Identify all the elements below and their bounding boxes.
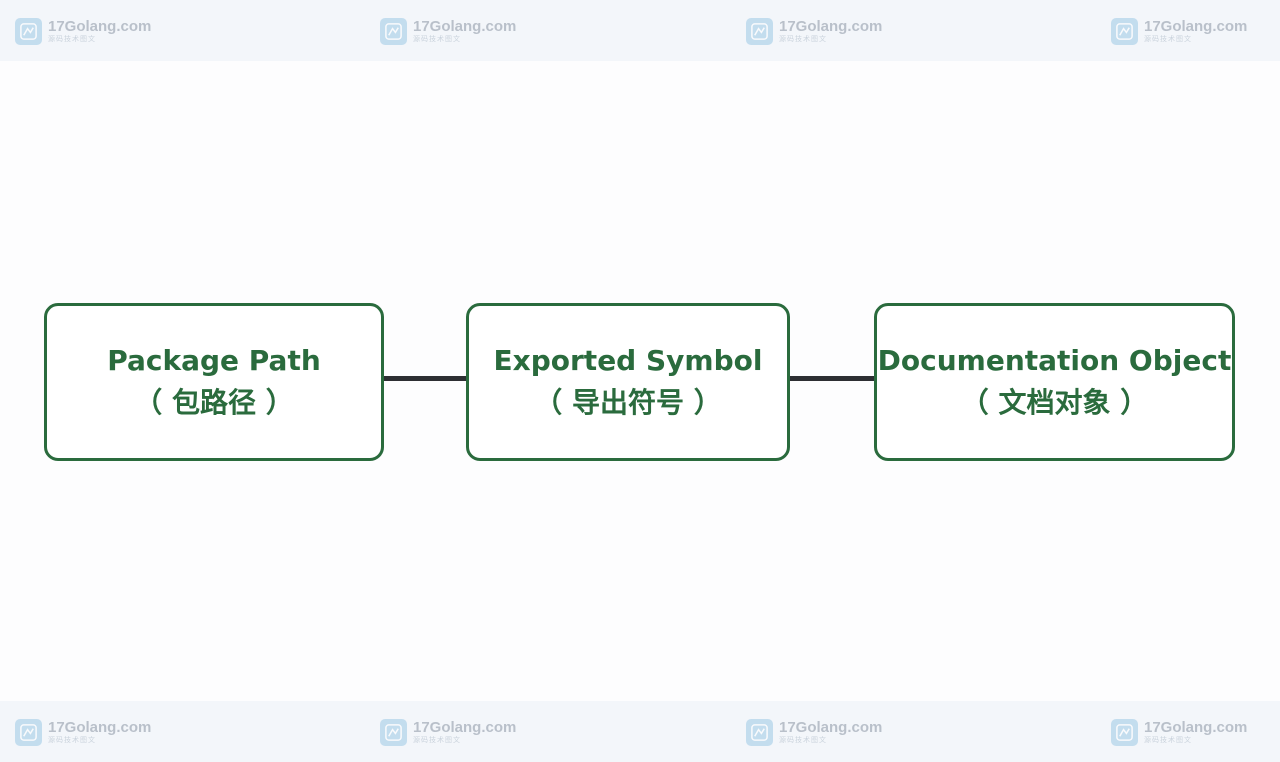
node-subtitle: （ 包路径 ）	[134, 386, 294, 419]
logo-icon	[1111, 17, 1138, 45]
logo-icon	[1111, 718, 1138, 746]
watermark: 17Golang.com 源码技术图文	[746, 716, 882, 748]
logo-icon	[380, 718, 407, 746]
connector-2-3	[788, 376, 876, 381]
node-title: Exported Symbol	[493, 344, 763, 377]
logo-icon	[746, 17, 773, 45]
watermark-site: 17Golang.com	[779, 18, 883, 35]
watermark-band-top: 17Golang.com 源码技术图文 17Golang.com 源码技术图文 …	[0, 0, 1280, 61]
logo-icon	[380, 17, 407, 45]
watermark: 17Golang.com 源码技术图文	[380, 15, 516, 47]
watermark-site: 17Golang.com	[779, 719, 883, 736]
watermark-band-bottom: 17Golang.com 源码技术图文 17Golang.com 源码技术图文 …	[0, 701, 1280, 762]
node-subtitle: （ 导出符号 ）	[534, 386, 722, 419]
watermark-tagline: 源码技术图文	[779, 736, 827, 744]
watermark-site: 17Golang.com	[1144, 18, 1248, 35]
watermark-tagline: 源码技术图文	[48, 35, 96, 43]
node-documentation-object: Documentation Object （ 文档对象 ）	[874, 303, 1235, 461]
logo-icon	[746, 718, 773, 746]
watermark-site: 17Golang.com	[1144, 719, 1248, 736]
watermark-site: 17Golang.com	[48, 719, 152, 736]
watermark-site: 17Golang.com	[413, 18, 517, 35]
connector-1-2	[382, 376, 468, 381]
logo-icon	[15, 17, 42, 45]
watermark: 17Golang.com 源码技术图文	[15, 15, 151, 47]
watermark-tagline: 源码技术图文	[1144, 35, 1192, 43]
logo-icon	[15, 718, 42, 746]
watermark-tagline: 源码技术图文	[1144, 736, 1192, 744]
watermark-site: 17Golang.com	[413, 719, 517, 736]
watermark: 17Golang.com 源码技术图文	[1111, 15, 1247, 47]
node-title: Package Path	[107, 344, 321, 377]
node-subtitle: （ 文档对象 ）	[960, 386, 1149, 419]
watermark-tagline: 源码技术图文	[413, 35, 461, 43]
watermark: 17Golang.com 源码技术图文	[380, 716, 516, 748]
node-package-path: Package Path （ 包路径 ）	[44, 303, 384, 461]
node-title: Documentation Object	[877, 344, 1232, 377]
watermark-tagline: 源码技术图文	[48, 736, 96, 744]
watermark-site: 17Golang.com	[48, 18, 152, 35]
node-exported-symbol: Exported Symbol （ 导出符号 ）	[466, 303, 790, 461]
watermark: 17Golang.com 源码技术图文	[746, 15, 882, 47]
watermark: 17Golang.com 源码技术图文	[15, 716, 151, 748]
watermark-tagline: 源码技术图文	[779, 35, 827, 43]
watermark: 17Golang.com 源码技术图文	[1111, 716, 1247, 748]
watermark-tagline: 源码技术图文	[413, 736, 461, 744]
